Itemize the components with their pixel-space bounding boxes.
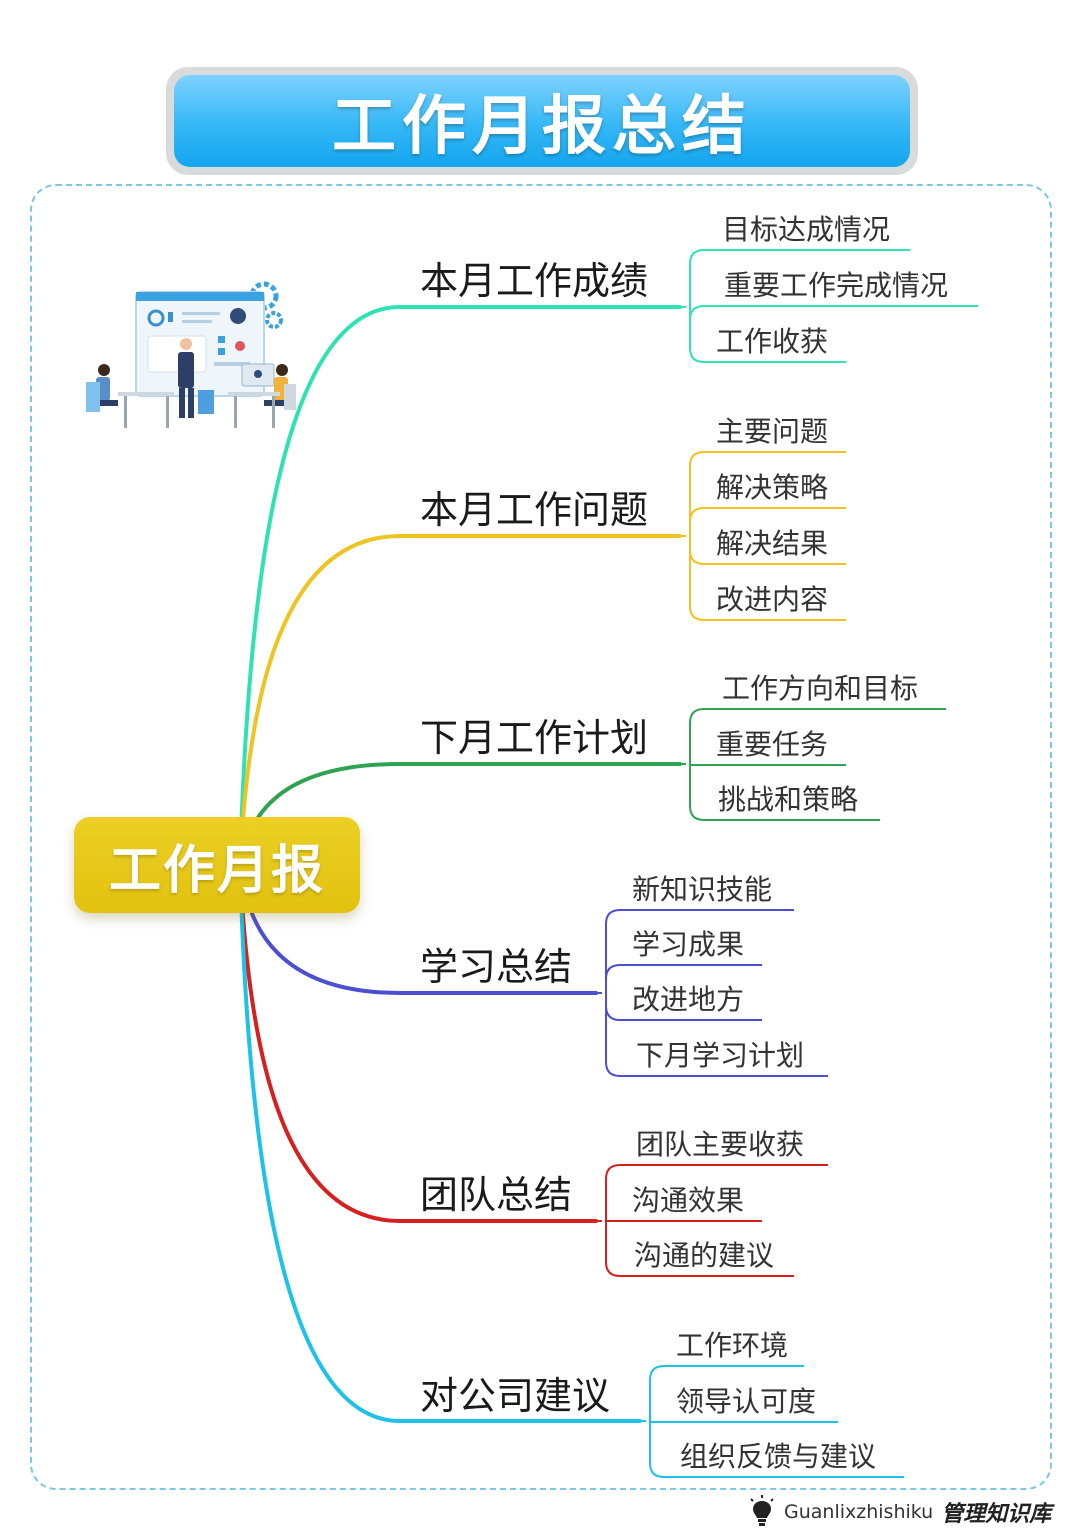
leaf-connector (605, 1221, 794, 1277)
diagram-frame (30, 184, 1052, 1490)
branch-connector (238, 305, 682, 868)
branch-label: 学习总结 (420, 945, 573, 989)
central-node-label: 工作月报 (108, 840, 325, 901)
branch-label: 本月工作问题 (420, 488, 649, 532)
leaf-label: 工作收获 (716, 325, 829, 358)
leaf-label: 挑战和策略 (718, 783, 859, 816)
branch-label: 本月工作成绩 (420, 259, 649, 303)
title-bar: 工作月报总结 (174, 75, 910, 167)
leaf-connector (689, 307, 846, 363)
leaf-connector (596, 1164, 828, 1222)
leaf-label: 改进内容 (716, 583, 829, 616)
leaf-connector (649, 1421, 904, 1478)
leaf-label: 工作方向和目标 (722, 672, 919, 705)
leaf-label: 重要工作完成情况 (724, 269, 949, 302)
leaf-label: 领导认可度 (676, 1385, 817, 1418)
leaf-connector (680, 305, 978, 321)
footer-brand: Guanlixzhishiku 管理知识库 (748, 1494, 1051, 1530)
leaf-connector (689, 536, 846, 621)
branch-connector (238, 864, 598, 1223)
leaf-label: 团队主要收获 (636, 1128, 805, 1161)
lightbulb-icon (750, 1495, 774, 1526)
leaf-label: 新知识技能 (632, 873, 773, 906)
leaf-connector (640, 1365, 804, 1422)
title-banner: 工作月报总结 (166, 67, 918, 175)
leaf-label: 工作环境 (676, 1329, 789, 1362)
leaf-label: 组织反馈与建议 (680, 1440, 877, 1473)
leaf-label: 学习成果 (632, 928, 745, 961)
footer-brand-cn: 管理知识库 (941, 1501, 1052, 1527)
leaf-label: 解决结果 (716, 527, 829, 560)
leaf-label: 下月学习计划 (636, 1039, 805, 1072)
leaf-connector (605, 993, 828, 1077)
leaf-label: 改进地方 (632, 983, 745, 1016)
branch-connector (238, 534, 682, 868)
page-title: 工作月报总结 (332, 90, 752, 164)
central-node: 工作月报 (74, 817, 360, 913)
leaf-connector (596, 964, 762, 994)
branch-label: 下月工作计划 (420, 716, 649, 760)
leaf-label: 重要任务 (716, 728, 829, 761)
leaf-label: 目标达成情况 (722, 213, 891, 246)
leaf-label: 沟通的建议 (634, 1239, 775, 1272)
footer-brand-en: Guanlixzhishiku (784, 1501, 934, 1523)
leaf-label: 主要问题 (716, 415, 829, 448)
branch-label: 对公司建议 (420, 1374, 611, 1418)
branch-label: 团队总结 (420, 1173, 573, 1217)
branch-connector (238, 864, 642, 1423)
office-illustration (86, 281, 296, 428)
leaf-connector (680, 708, 946, 765)
leaf-label: 沟通效果 (632, 1184, 745, 1217)
leaf-connector (689, 764, 880, 821)
leaf-connector (680, 507, 846, 537)
leaf-connector (649, 1421, 838, 1423)
leaf-connector (689, 764, 846, 766)
leaf-label: 解决策略 (716, 471, 829, 504)
